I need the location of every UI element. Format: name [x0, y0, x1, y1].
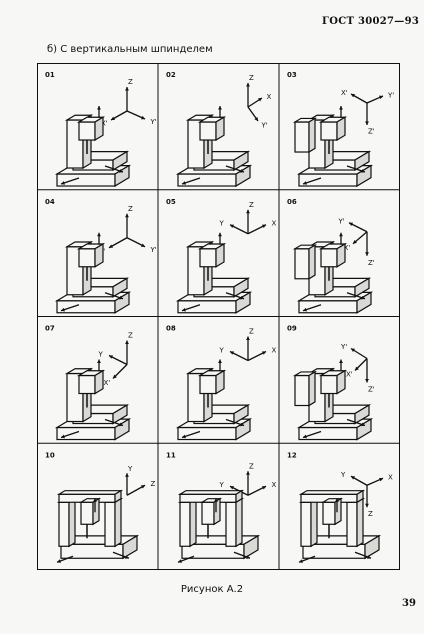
- axis-label: X': [346, 371, 353, 379]
- machine-sketch: [175, 359, 253, 441]
- axis-triad: Z Y X': [98, 332, 134, 388]
- section-title: б) С вертикальным шпинделем: [47, 44, 213, 55]
- machine-sketch: [54, 106, 132, 188]
- figure-number: 01: [45, 71, 55, 79]
- figure-cell: 03X' Y' Z': [287, 71, 394, 188]
- axis-label: Y: [219, 220, 225, 228]
- figure-number: 10: [45, 451, 55, 459]
- figure-cell: 05 Z Y X: [166, 198, 277, 314]
- axis-triad: YZ: [125, 465, 156, 496]
- figure-number: 11: [166, 451, 176, 459]
- figure-cell: 12Y X Z: [287, 451, 393, 563]
- standard-number: ГОСТ 30027—93: [322, 16, 420, 27]
- machine-sketch: [292, 359, 374, 441]
- axis-label: X: [388, 474, 393, 482]
- axis-label: Z: [249, 201, 254, 209]
- axis-label: Y: [127, 465, 133, 473]
- figure-number: 12: [287, 451, 297, 459]
- axis-label: X': [101, 119, 108, 127]
- figure-number: 04: [45, 198, 55, 206]
- figure-number: 07: [45, 325, 55, 333]
- axis-label: Z: [249, 462, 254, 470]
- axis-label: Y': [340, 343, 347, 351]
- axis-label: Y: [219, 346, 225, 354]
- page-number: 39: [402, 598, 416, 609]
- axis-label: X: [272, 346, 277, 354]
- axis-triad: Z X Y': [246, 74, 272, 130]
- axis-label: Z': [368, 386, 375, 394]
- figure-caption: Рисунок А.2: [180, 584, 244, 595]
- figure-cell: 02 Z X Y': [166, 71, 272, 188]
- axis-label: Z: [368, 510, 373, 518]
- axis-label: Z: [128, 332, 133, 340]
- figure-number: 05: [166, 198, 176, 206]
- figure-cell: 09Y' X' Z': [287, 325, 375, 441]
- axis-label: X: [267, 93, 272, 101]
- axis-triad: X' Y' Z': [341, 89, 394, 136]
- machine-sketch: [175, 106, 253, 188]
- axis-triad: ZX'Y': [99, 205, 157, 256]
- figure-cell: 08 Z Y X: [166, 325, 277, 441]
- axis-label: Y': [150, 118, 157, 126]
- axis-label: Y: [98, 350, 104, 358]
- figure-number: 06: [287, 198, 297, 206]
- figure-number: 03: [287, 71, 297, 79]
- axis-triad: Z X' Y': [101, 78, 157, 127]
- axis-label: Z: [249, 74, 254, 82]
- machine-sketch: [54, 359, 132, 441]
- axis-label: Z': [368, 128, 375, 136]
- axis-label: X': [344, 244, 351, 252]
- axis-label: Z: [128, 205, 133, 213]
- machine-sketch: [56, 489, 140, 563]
- figure-cell: 07Z Y X': [45, 325, 134, 441]
- axis-label: Y': [261, 122, 268, 130]
- figure-cell: 06Y' X' Z': [287, 198, 375, 314]
- figure-cell: 04ZX'Y': [45, 198, 157, 314]
- machine-sketch: [175, 232, 253, 314]
- figure-cell: 01Z X' Y': [45, 71, 157, 188]
- machine-sketch: [298, 489, 382, 563]
- figure-number: 08: [166, 325, 176, 333]
- axis-label: X': [104, 379, 111, 387]
- axis-label: Z': [368, 259, 375, 267]
- machine-sketch: [292, 106, 374, 188]
- axis-triad: Z Y X: [219, 201, 277, 235]
- axis-label: X': [341, 89, 348, 97]
- axis-label: Y: [219, 481, 225, 489]
- figure-cell: 11Z Y X: [166, 451, 277, 563]
- machine-sketch: [177, 489, 261, 563]
- axis-label: X: [272, 220, 277, 228]
- axis-label: X: [272, 481, 277, 489]
- axis-triad: Z Y X: [219, 328, 277, 362]
- axis-label: Z: [151, 480, 156, 488]
- axis-label: Y': [338, 218, 345, 226]
- axis-label: Y': [387, 91, 394, 99]
- axis-triad: Y X Z: [340, 471, 393, 518]
- machine-sketch: [292, 232, 374, 314]
- axis-triad: Y' X' Z': [338, 218, 375, 267]
- axis-label: Z: [249, 328, 254, 336]
- figure-number: 02: [166, 71, 176, 79]
- axis-label: Y: [340, 471, 346, 479]
- figure-grid: 01ZX'Y'02ZXY'03X'Y'Z'04ZX'Y'05ZYX06Y'X'Z…: [37, 63, 400, 570]
- figure-number: 09: [287, 325, 297, 333]
- axis-label: Z: [128, 78, 133, 86]
- axis-label: Y': [150, 246, 157, 254]
- machine-sketch: [54, 232, 132, 314]
- axis-triad: Y' X' Z': [340, 343, 375, 394]
